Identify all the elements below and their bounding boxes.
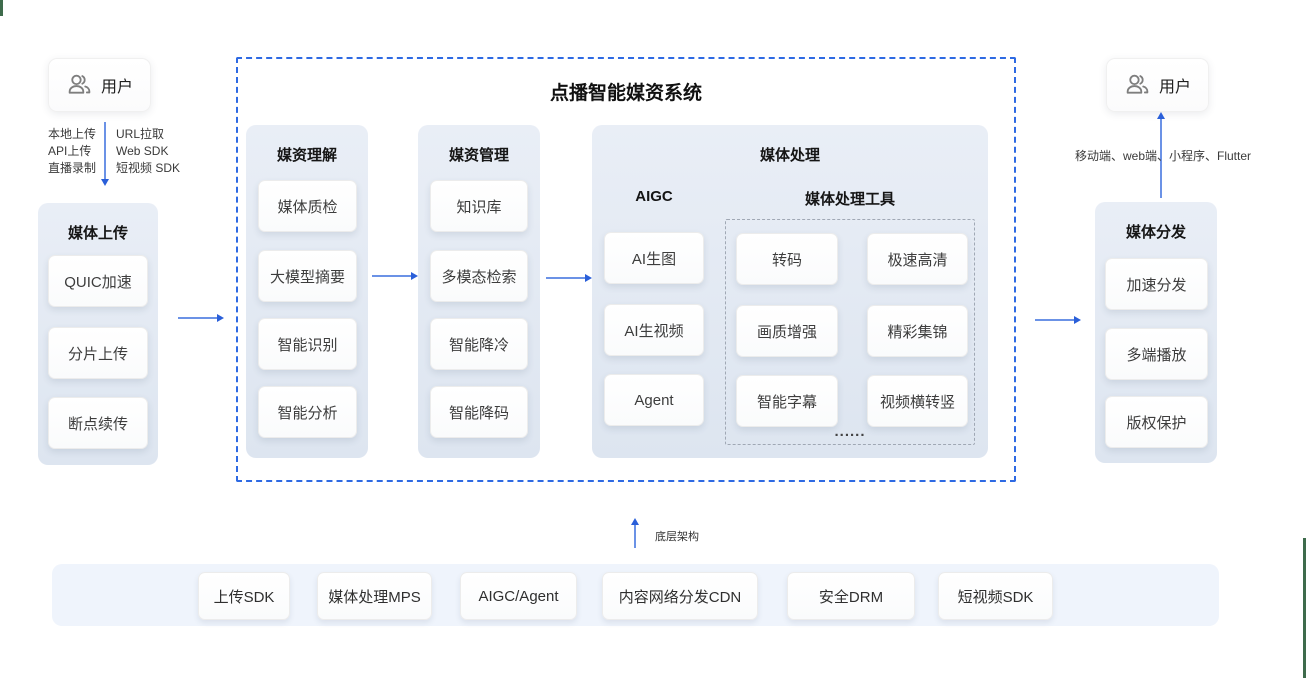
infrastructure-bar: 上传SDK 媒体处理MPS AIGC/Agent 内容网络分发CDN 安全DRM… xyxy=(52,564,1219,626)
infra-item: 短视频SDK xyxy=(938,572,1053,620)
tool-item: 智能字幕 xyxy=(736,375,838,427)
tool-item: 极速高清 xyxy=(867,233,968,285)
aigc-label: AIGC xyxy=(635,188,673,205)
arrow-distribution-to-user xyxy=(1157,112,1165,198)
infra-item: 内容网络分发CDN xyxy=(602,572,758,620)
media-understanding-item: 智能分析 xyxy=(258,386,357,438)
media-management-item: 知识库 xyxy=(430,180,528,232)
tool-item: 画质增强 xyxy=(736,305,838,357)
tool-item: 转码 xyxy=(736,233,838,285)
tools-label: 媒体处理工具 xyxy=(804,191,895,208)
media-distribution-title: 媒体分发 xyxy=(1125,224,1186,241)
media-processing-panel: 媒体处理 AIGC 媒体处理工具 AI生图 AI生视频 Agent 转码 极速高… xyxy=(592,125,988,458)
media-distribution-item: 版权保护 xyxy=(1105,396,1208,448)
media-upload-panel: 媒体上传 QUIC加速 分片上传 断点续传 xyxy=(38,203,158,465)
arrow-system-to-distribution xyxy=(1035,316,1081,324)
media-understanding-item: 媒体质检 xyxy=(258,180,357,232)
media-upload-item: 分片上传 xyxy=(48,327,148,379)
upload-channels-left: 本地上传 API上传 直播录制 xyxy=(48,127,97,175)
media-management-title: 媒资管理 xyxy=(448,147,509,164)
tool-item: 视频横转竖 xyxy=(867,375,968,427)
tools-more-ellipsis: ...... xyxy=(834,423,866,440)
arrow-upload-to-system xyxy=(178,314,224,322)
media-understanding-item: 大模型摘要 xyxy=(258,250,357,302)
system-box: 点播智能媒资系统 xyxy=(236,57,1016,482)
aigc-item: Agent xyxy=(604,374,704,426)
tool-item: 精彩集锦 xyxy=(867,305,968,357)
infra-item: 媒体处理MPS xyxy=(317,572,432,620)
user-label: 用户 xyxy=(100,79,133,96)
page-edge-accent-bottom-right xyxy=(1303,538,1306,678)
media-understanding-panel: 媒资理解 媒体质检 大模型摘要 智能识别 智能分析 xyxy=(246,125,368,458)
user-box-right: 用户 xyxy=(1106,58,1209,112)
media-management-item: 智能降码 xyxy=(430,386,528,438)
media-upload-item: QUIC加速 xyxy=(48,255,148,307)
media-management-item: 多模态检索 xyxy=(430,250,528,302)
infra-item: 上传SDK xyxy=(198,572,290,620)
media-upload-item: 断点续传 xyxy=(48,397,148,449)
media-distribution-panel: 媒体分发 加速分发 多端播放 版权保护 xyxy=(1095,202,1217,463)
user-box-left: 用户 xyxy=(48,58,151,112)
infra-item: AIGC/Agent xyxy=(460,572,577,620)
arrow-user-to-upload xyxy=(101,122,109,186)
media-upload-title: 媒体上传 xyxy=(67,225,128,242)
distribution-note: 移动端、web端、小程序、Flutter xyxy=(1074,149,1252,163)
media-understanding-title: 媒资理解 xyxy=(276,147,337,164)
media-management-item: 智能降冷 xyxy=(430,318,528,370)
users-icon xyxy=(66,72,93,98)
media-distribution-item: 多端播放 xyxy=(1105,328,1208,380)
system-title: 点播智能媒资系统 xyxy=(549,83,702,104)
arrow-understanding-to-management xyxy=(372,272,418,280)
arrow-infra-to-system xyxy=(631,518,639,548)
media-distribution-item: 加速分发 xyxy=(1105,258,1208,310)
aigc-item: AI生图 xyxy=(604,232,704,284)
media-understanding-item: 智能识别 xyxy=(258,318,357,370)
page-edge-accent-top-left xyxy=(0,0,3,16)
user-label: 用户 xyxy=(1158,79,1191,96)
users-icon xyxy=(1124,72,1151,98)
infra-item: 安全DRM xyxy=(787,572,915,620)
upload-channels-right: URL拉取 Web SDK 短视频 SDK xyxy=(116,127,181,175)
arrow-management-to-processing xyxy=(546,274,592,282)
media-processing-title: 媒体处理 xyxy=(759,147,820,164)
base-arch-label: 底层架构 xyxy=(655,531,699,543)
tools-dashed-box: 转码 极速高清 画质增强 精彩集锦 智能字幕 视频横转竖 ...... xyxy=(725,219,975,445)
aigc-item: AI生视频 xyxy=(604,304,704,356)
media-management-panel: 媒资管理 知识库 多模态检索 智能降冷 智能降码 xyxy=(418,125,540,458)
